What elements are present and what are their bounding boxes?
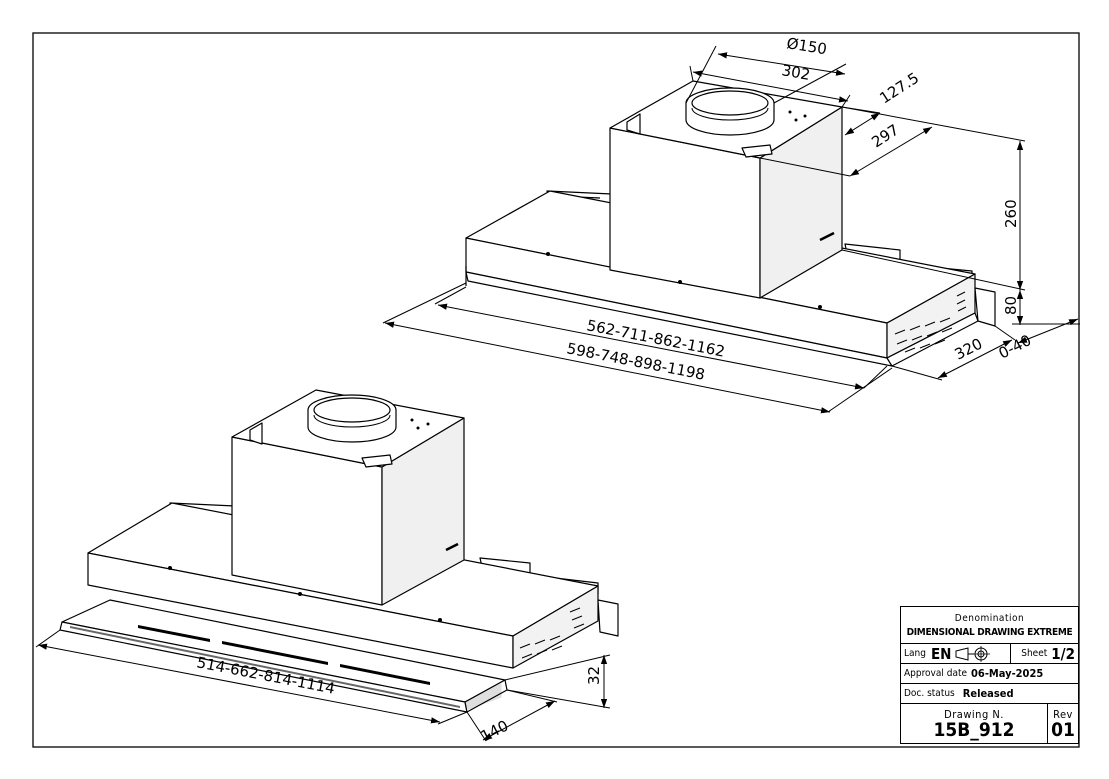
bottom-body-side <box>512 585 599 669</box>
dim-top-height-body: 80 <box>1002 296 1020 315</box>
denomination-cell: Denomination DIMENSIONAL DRAWING EXTREME <box>901 607 1078 643</box>
dim-top-height-box: 260 <box>1002 199 1020 228</box>
drawing-frame <box>32 32 1080 748</box>
dim-top-offset: 127.5 <box>876 69 922 107</box>
lang-label: Lang <box>904 648 926 659</box>
status-label: Doc. status <box>904 688 955 699</box>
dim-bottom-height-front: 32 <box>585 666 603 685</box>
lang-value: EN <box>930 644 952 663</box>
sheet-label: Sheet <box>1021 648 1048 659</box>
approval-value: 06-May-2025 <box>971 667 1044 680</box>
bottom-dimension-lines <box>35 629 611 742</box>
title-block: Denomination DIMENSIONAL DRAWING EXTREME… <box>900 606 1079 744</box>
denomination-label: Denomination <box>954 612 1025 624</box>
bottom-hood <box>59 389 619 713</box>
dim-top-outlet-diameter: Ø150 <box>785 34 828 58</box>
lang-sheet-row: Lang EN Sheet 1/2 <box>901 643 1078 663</box>
status-row: Doc. status Released <box>901 683 1078 703</box>
dim-top-box-depth: 297 <box>868 121 902 152</box>
approval-row: Approval date 06-May-2025 <box>901 663 1078 683</box>
top-dimension-lines <box>382 45 1080 414</box>
projection-symbol-icon <box>955 645 991 662</box>
denomination-value: DIMENSIONAL DRAWING EXTREME <box>906 626 1073 638</box>
status-value: Released <box>962 687 1014 700</box>
sheet-value: 1/2 <box>1051 644 1075 663</box>
rev-label: Rev <box>1053 707 1073 721</box>
top-hood <box>465 80 996 367</box>
dim-top-depth: 320 <box>952 335 986 364</box>
rev-value: 01 <box>1051 718 1075 741</box>
drawing-number-row: Drawing N. 15B_912 Rev 01 <box>901 703 1078 743</box>
dim-bottom-depth-front: 140 <box>478 717 512 746</box>
dim-top-box-width: 302 <box>780 61 811 84</box>
drawing-number-label: Drawing N. <box>944 707 1004 721</box>
dim-top-adjust: 0-40 <box>996 331 1035 362</box>
drawing-number-value: 15B_912 <box>933 718 1015 741</box>
approval-label: Approval date <box>904 668 968 679</box>
